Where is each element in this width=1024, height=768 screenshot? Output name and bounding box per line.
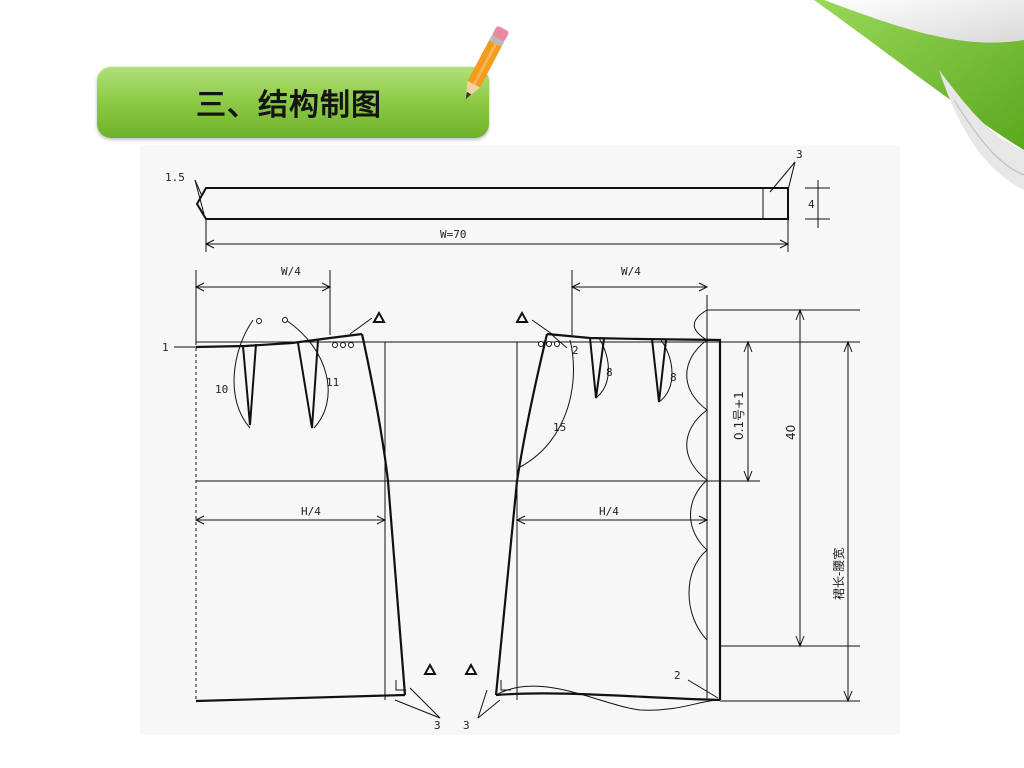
title-banner bbox=[97, 66, 489, 138]
hem-left-label: 3 bbox=[434, 719, 441, 732]
back-waist-label: W/4 bbox=[281, 265, 301, 278]
back-skirt-outline bbox=[195, 332, 407, 703]
front-side-raise-label: 2 bbox=[572, 344, 579, 357]
back-hip-label: H/4 bbox=[301, 505, 321, 518]
skirt-length-label: 裙长-腰宽 bbox=[831, 548, 846, 600]
front-hip-label: H/4 bbox=[599, 505, 619, 518]
front-waist-label: W/4 bbox=[621, 265, 641, 278]
waistband-piece bbox=[194, 161, 830, 252]
pattern-drafting-panel bbox=[140, 145, 900, 735]
waistband-length-label: W=70 bbox=[440, 228, 467, 241]
front-dart-2-label: 8 bbox=[670, 371, 677, 384]
front-dart-1-label: 8 bbox=[606, 366, 613, 379]
back-dart-2-label: 11 bbox=[326, 376, 339, 389]
waistband-seam-label: 1.5 bbox=[165, 171, 185, 184]
hem-right-label: 3 bbox=[463, 719, 470, 732]
front-skirt-outline bbox=[494, 332, 722, 702]
waist-drop-label: 1 bbox=[162, 341, 169, 354]
hip-height-label: 40 bbox=[784, 425, 798, 440]
waistband-end-label: 3 bbox=[796, 148, 803, 161]
back-dart-1-label: 10 bbox=[215, 383, 228, 396]
waistband-width-label: 4 bbox=[808, 198, 815, 211]
side-curve-label: 15 bbox=[553, 421, 566, 434]
front-hem-label: 2 bbox=[674, 669, 681, 682]
construction-frame bbox=[195, 295, 860, 702]
hip-depth-label: 0.1号+1 bbox=[732, 391, 746, 440]
slide-title: 三、结构制图 bbox=[196, 88, 382, 123]
page-curl-decoration bbox=[814, 0, 1024, 190]
pencil-icon bbox=[465, 26, 509, 100]
